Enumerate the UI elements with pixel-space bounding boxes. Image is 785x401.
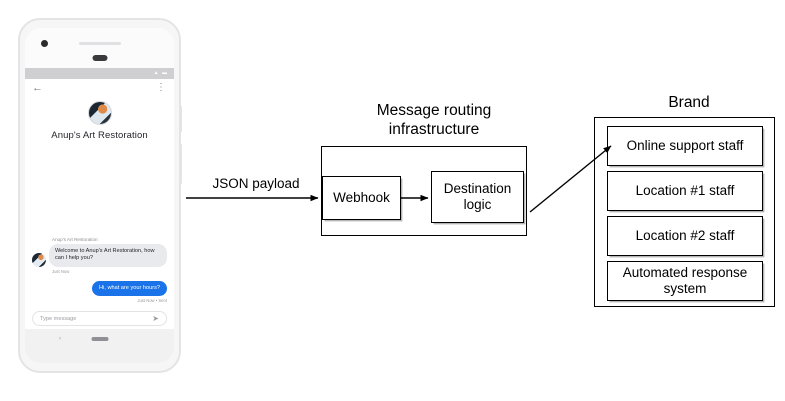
back-icon[interactable]: ← — [32, 82, 43, 94]
phone-mockup: ▲ ▬ ← ⋮ Anup's Art Restoration Anup's Ar… — [18, 18, 182, 373]
phone-volume-button[interactable] — [180, 144, 182, 184]
brand-avatar — [87, 101, 112, 125]
brand-item-location-2-staff[interactable]: Location #2 staff — [607, 216, 763, 256]
overflow-menu-icon[interactable]: ⋮ — [156, 82, 166, 93]
node-destination-logic[interactable]: Destination logic — [431, 171, 524, 223]
phone-screen: ▲ ▬ ← ⋮ Anup's Art Restoration Anup's Ar… — [25, 28, 174, 363]
messaging-app-screen: ← ⋮ Anup's Art Restoration Anup's Art Re… — [25, 79, 174, 329]
earpiece-speaker — [78, 42, 121, 45]
outgoing-message-bubble: Hi, what are your hours? — [92, 280, 167, 296]
message-sender-label: Anup's Art Restoration — [52, 236, 98, 242]
brand-group-caption: Brand — [668, 94, 710, 111]
message-input[interactable]: Type message — [40, 315, 77, 322]
outgoing-message-timestamp: Just Now • Sent — [137, 298, 167, 303]
infrastructure-title: Message routing infrastructure — [376, 102, 492, 138]
brand-header: Anup's Art Restoration — [25, 99, 174, 141]
nav-back-icon[interactable]: ‹ — [59, 336, 61, 342]
incoming-message-timestamp: Just Now — [52, 268, 70, 274]
brand-item-location-1-staff[interactable]: Location #1 staff — [607, 171, 763, 211]
brand-name-label: Anup's Art Restoration — [51, 130, 148, 141]
android-nav-bar: ‹ — [25, 329, 174, 363]
message-avatar — [32, 252, 46, 267]
status-bar-icons: ▲ ▬ — [153, 70, 168, 76]
sensor-bar — [92, 55, 107, 61]
chat-thread: Anup's Art Restoration Welcome to Anup's… — [25, 236, 174, 303]
node-webhook[interactable]: Webhook — [322, 176, 401, 220]
brand-item-online-support-staff[interactable]: Online support staff — [607, 126, 763, 166]
send-icon[interactable]: ➤ — [152, 313, 159, 323]
incoming-message-row: Welcome to Anup's Art Restoration, how c… — [32, 243, 167, 267]
front-camera-icon — [41, 40, 48, 47]
status-bar: ▲ ▬ — [25, 68, 174, 79]
phone-power-button[interactable] — [180, 106, 182, 132]
brand-item-automated-response-system[interactable]: Automated response system — [607, 261, 763, 301]
nav-home-icon[interactable] — [91, 337, 108, 341]
message-composer[interactable]: Type message ➤ — [32, 311, 167, 326]
outgoing-message-row: Hi, what are your hours? — [32, 280, 167, 296]
edge-label-json-payload: JSON payload — [212, 176, 300, 191]
incoming-message-bubble: Welcome to Anup's Art Restoration, how c… — [49, 243, 167, 267]
app-bar: ← ⋮ — [25, 79, 174, 99]
